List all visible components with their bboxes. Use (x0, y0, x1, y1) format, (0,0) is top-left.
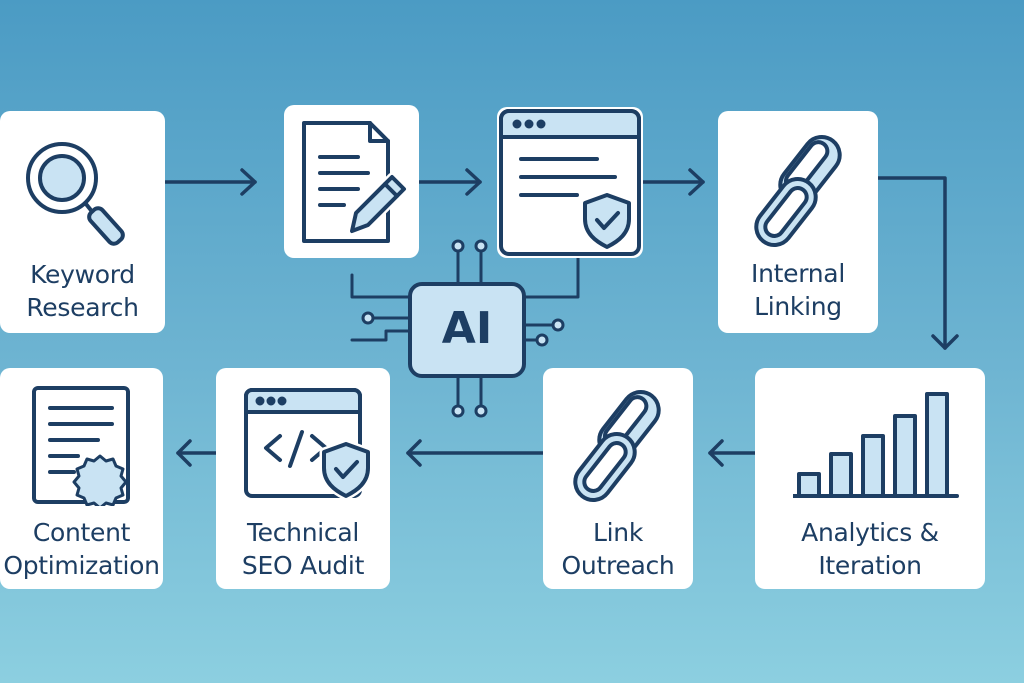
arrow-content-to-browser (417, 168, 482, 196)
step-label-audit-line2: SEO Audit (241, 551, 365, 580)
arrow-analytics-to-outreach (708, 439, 757, 467)
step-label-analytics-line2: Iteration (818, 551, 922, 580)
arrow-keyword-to-content (163, 168, 257, 196)
ai-chip-icon (408, 282, 526, 378)
step-label-optimization-line1: Content (32, 518, 131, 547)
ai-chip: AI (408, 282, 526, 378)
step-label-internal-line1: Internal (751, 259, 845, 288)
code-browser-shield-icon (244, 388, 370, 501)
step-label-keyword-line1: Keyword (30, 260, 135, 289)
chain-link-icon (573, 390, 661, 502)
step-label-analytics-line1: Analytics & (801, 518, 939, 547)
circuit-wires (350, 248, 580, 409)
step-label-outreach-line1: Link (593, 518, 643, 547)
step-label-optimization-line2: Optimization (3, 551, 160, 580)
step-label-internal-line2: Linking (754, 292, 842, 321)
arrow-browser-to-linking (641, 168, 705, 196)
arrow-audit-to-optimization (176, 439, 218, 467)
arrow-outreach-to-audit (406, 439, 545, 467)
step-content-writing (284, 105, 419, 258)
step-content-optimization: Content Optimization (0, 368, 163, 589)
arrow-linking-to-analytics (876, 176, 959, 350)
step-page-security (497, 107, 643, 258)
step-label-outreach-line2: Outreach (561, 551, 675, 580)
document-pencil-icon (302, 121, 409, 243)
document-badge-icon (32, 386, 130, 506)
step-keyword-research: Keyword Research (0, 111, 165, 333)
magnifying-glass-icon (26, 142, 125, 246)
step-analytics-iteration: Analytics & Iteration (755, 368, 985, 589)
bar-chart-icon (793, 392, 959, 498)
step-label-audit-line1: Technical (246, 518, 360, 547)
ai-chip-label: AI (441, 303, 493, 354)
browser-shield-icon (499, 109, 641, 256)
step-link-outreach: Link Outreach (543, 368, 693, 589)
step-internal-linking: Internal Linking (718, 111, 878, 333)
step-technical-seo-audit: Technical SEO Audit (216, 368, 390, 589)
step-label-keyword-line2: Research (26, 293, 139, 322)
chain-link-icon (754, 135, 842, 247)
